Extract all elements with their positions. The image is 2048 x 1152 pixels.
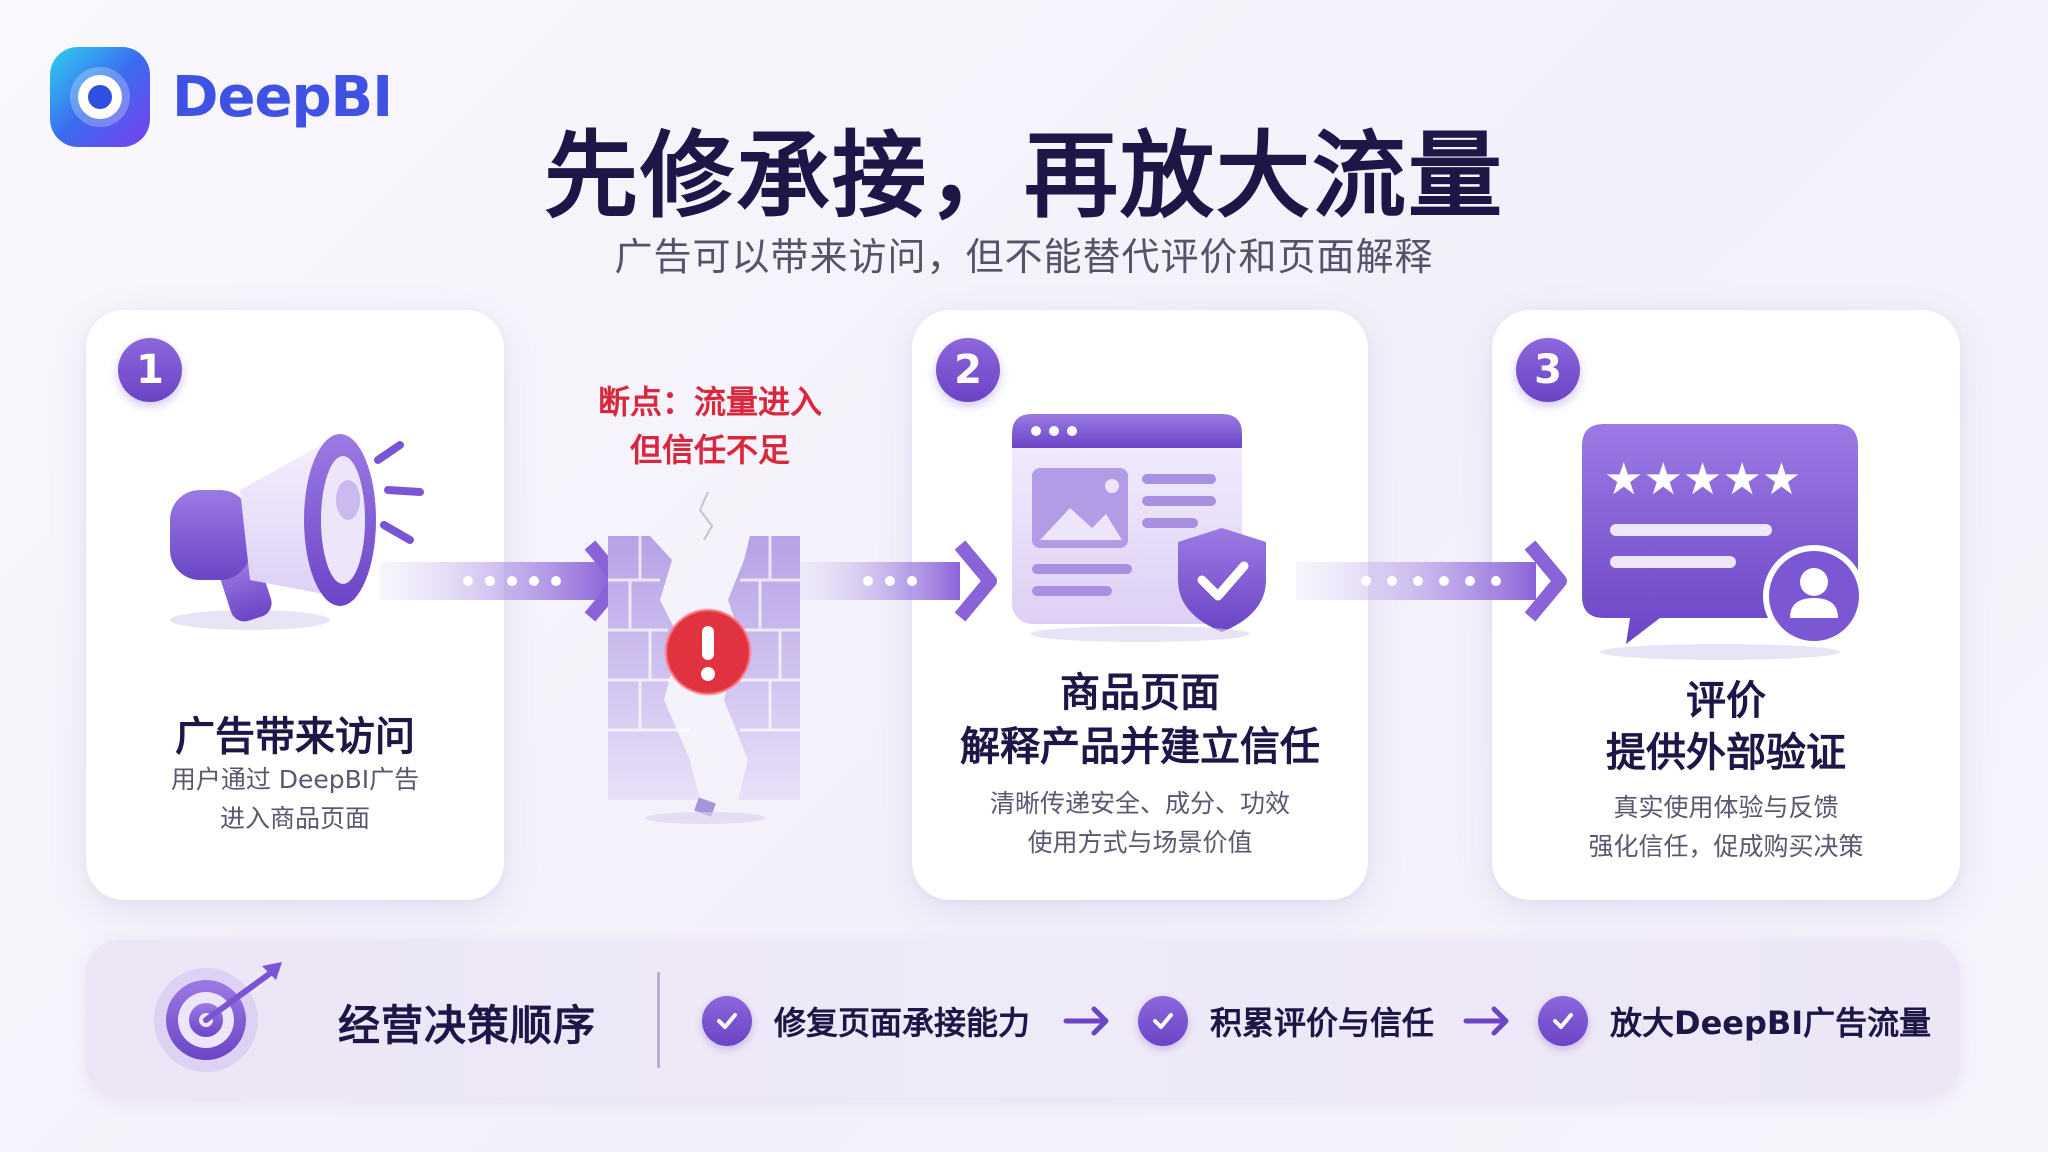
- step-1-desc-line2: 进入商品页面: [219, 804, 370, 833]
- flow-arrow-2: [800, 540, 997, 622]
- step-card-1: 1 广告带来访问 用户通过 DeepBI广告 进入商品页面: [86, 310, 504, 900]
- break-point-line1: 断点：流量进入: [597, 383, 822, 421]
- page-title: 先修承接，再放大流量: [543, 122, 1504, 231]
- step-card-2: 2 商品页面 解释产品并建立信任 清晰传递安全、成分、功效 使用方式与场景价值: [912, 310, 1368, 900]
- step-2-desc-line2: 使用方式与场景价值: [1027, 828, 1253, 857]
- product-page-icon: [1012, 414, 1266, 642]
- page-subtitle: 广告可以带来访问，但不能替代评价和页面解释: [614, 235, 1434, 279]
- break-point-label: 断点：流量进入 但信任不足: [560, 378, 860, 474]
- alert-icon: [664, 608, 752, 696]
- break-point-line2: 但信任不足: [629, 431, 790, 469]
- bar-divider: [657, 972, 660, 1068]
- arrow-right-icon: [1463, 1006, 1509, 1036]
- step-3-desc-line1: 真实使用体验与反馈: [1613, 793, 1839, 822]
- check-icon: [1538, 996, 1588, 1046]
- arrow-right-icon: [1063, 1006, 1109, 1036]
- step-1-desc-line1: 用户通过 DeepBI广告: [170, 765, 420, 794]
- step-3-desc-line2: 强化信任，促成购买决策: [1588, 832, 1864, 861]
- step-number-3: 3: [1516, 338, 1580, 402]
- decision-step-1: 修复页面承接能力: [702, 996, 1030, 1046]
- decision-order-title: 经营决策顺序: [338, 1001, 597, 1050]
- brand-logo: DeepBI: [48, 45, 393, 149]
- deepbi-logo-icon: [50, 47, 150, 147]
- decision-step-2-label: 积累评价与信任: [1210, 1004, 1435, 1042]
- flow-arrow-1: [380, 540, 627, 622]
- flow-arrow-3: [1296, 540, 1567, 622]
- decision-step-3-label: 放大DeepBI广告流量: [1610, 1004, 1932, 1042]
- review-icon: ★★★★★: [1582, 424, 1865, 660]
- step-3-title-line2: 提供外部验证: [1606, 730, 1846, 776]
- megaphone-icon: [170, 434, 424, 630]
- step-number-2: 2: [936, 338, 1000, 402]
- step-2-title-line1: 商品页面: [1060, 670, 1220, 716]
- decision-step-3: 放大DeepBI广告流量: [1538, 996, 1931, 1046]
- decision-step-1-label: 修复页面承接能力: [774, 1004, 1031, 1042]
- step-1-title: 广告带来访问: [175, 714, 415, 760]
- step-2-title-line2: 解释产品并建立信任: [960, 724, 1320, 770]
- decision-order-bar: [86, 940, 1960, 1098]
- check-icon: [1138, 996, 1188, 1046]
- logo-text: DeepBI: [172, 64, 393, 130]
- step-2-desc-line1: 清晰传递安全、成分、功效: [989, 789, 1290, 818]
- decision-step-2: 积累评价与信任: [1138, 996, 1434, 1046]
- step-number-1: 1: [118, 338, 182, 402]
- check-icon: [702, 996, 752, 1046]
- svg-text:★★★★★: ★★★★★: [1604, 454, 1801, 505]
- broken-wall-icon: [608, 491, 800, 824]
- step-3-title-line1: 评价: [1686, 678, 1766, 724]
